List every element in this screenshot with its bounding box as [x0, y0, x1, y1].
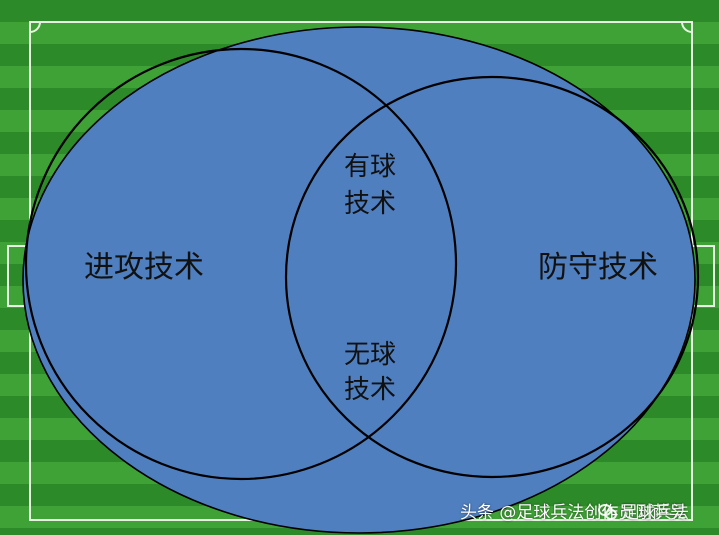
watermark-right: 足球兵法 — [598, 498, 689, 523]
outer-ellipse — [22, 26, 696, 534]
right-circle — [284, 75, 700, 479]
left-circle-label: 进攻技术 — [84, 250, 204, 285]
intersection-top-label-line2: 技术 — [344, 189, 396, 219]
right-circle-label: 防守技术 — [538, 250, 658, 285]
watermark-right-text: 足球兵法 — [621, 503, 689, 523]
corner-arc-top-left — [29, 21, 41, 33]
wechat-icon — [598, 503, 617, 520]
intersection-bottom-label-line1: 无球 — [344, 340, 396, 370]
intersection-top-label-line1: 有球 — [344, 152, 396, 182]
intersection-bottom-label-line2: 技术 — [344, 375, 396, 405]
grass-stripe — [0, 0, 719, 22]
watermark-left: 头条 @足球兵法创作员刚萨吴 — [460, 503, 687, 523]
left-circle — [24, 47, 458, 481]
corner-arc-top-right — [681, 21, 693, 33]
